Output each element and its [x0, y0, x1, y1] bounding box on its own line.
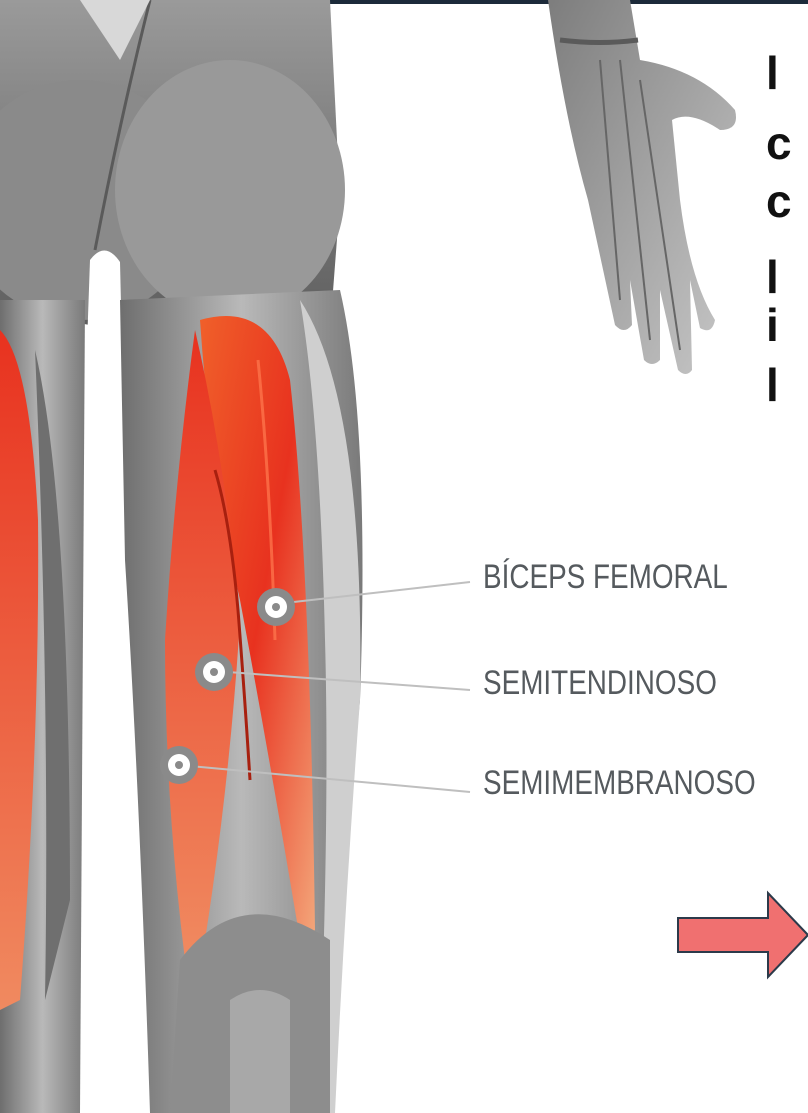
marker-dot-icon — [257, 588, 295, 626]
cropped-text-line: i — [766, 302, 808, 348]
cropped-text-line: c — [766, 120, 808, 166]
gluteal-region — [0, 0, 345, 330]
label-biceps-femoral: BÍCEPS FEMORAL — [483, 558, 728, 597]
cropped-text-line: l — [766, 50, 808, 96]
left-leg — [0, 300, 85, 1113]
hand-illustration — [548, 0, 736, 374]
label-semimembranoso: SEMIMEMBRANOSO — [483, 764, 756, 803]
marker-dot-icon — [195, 653, 233, 691]
marker-dot-icon — [160, 746, 198, 784]
label-semitendinoso: SEMITENDINOSO — [483, 664, 717, 703]
right-arrow-icon[interactable] — [678, 893, 808, 977]
cropped-text-line: l — [766, 362, 808, 408]
cropped-text-line: c — [766, 178, 808, 224]
right-leg — [120, 290, 363, 1113]
cropped-text-line: l — [766, 254, 808, 300]
